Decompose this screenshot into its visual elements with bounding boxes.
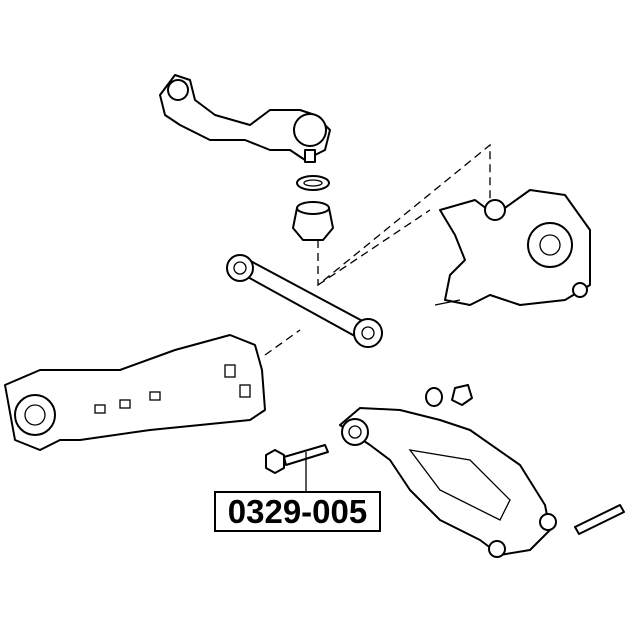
nut-washers (425, 384, 473, 407)
part-number-label: 0329-005 (214, 491, 381, 532)
assembly-guide-lines (264, 143, 491, 356)
knuckle (434, 189, 591, 306)
lateral-link (226, 254, 383, 348)
trailing-arm (4, 334, 266, 451)
lower-control-arm (339, 407, 625, 558)
upper-control-arm (159, 74, 331, 163)
bolt-0329-005[interactable] (265, 444, 329, 491)
ball-joint-boot (292, 175, 334, 241)
